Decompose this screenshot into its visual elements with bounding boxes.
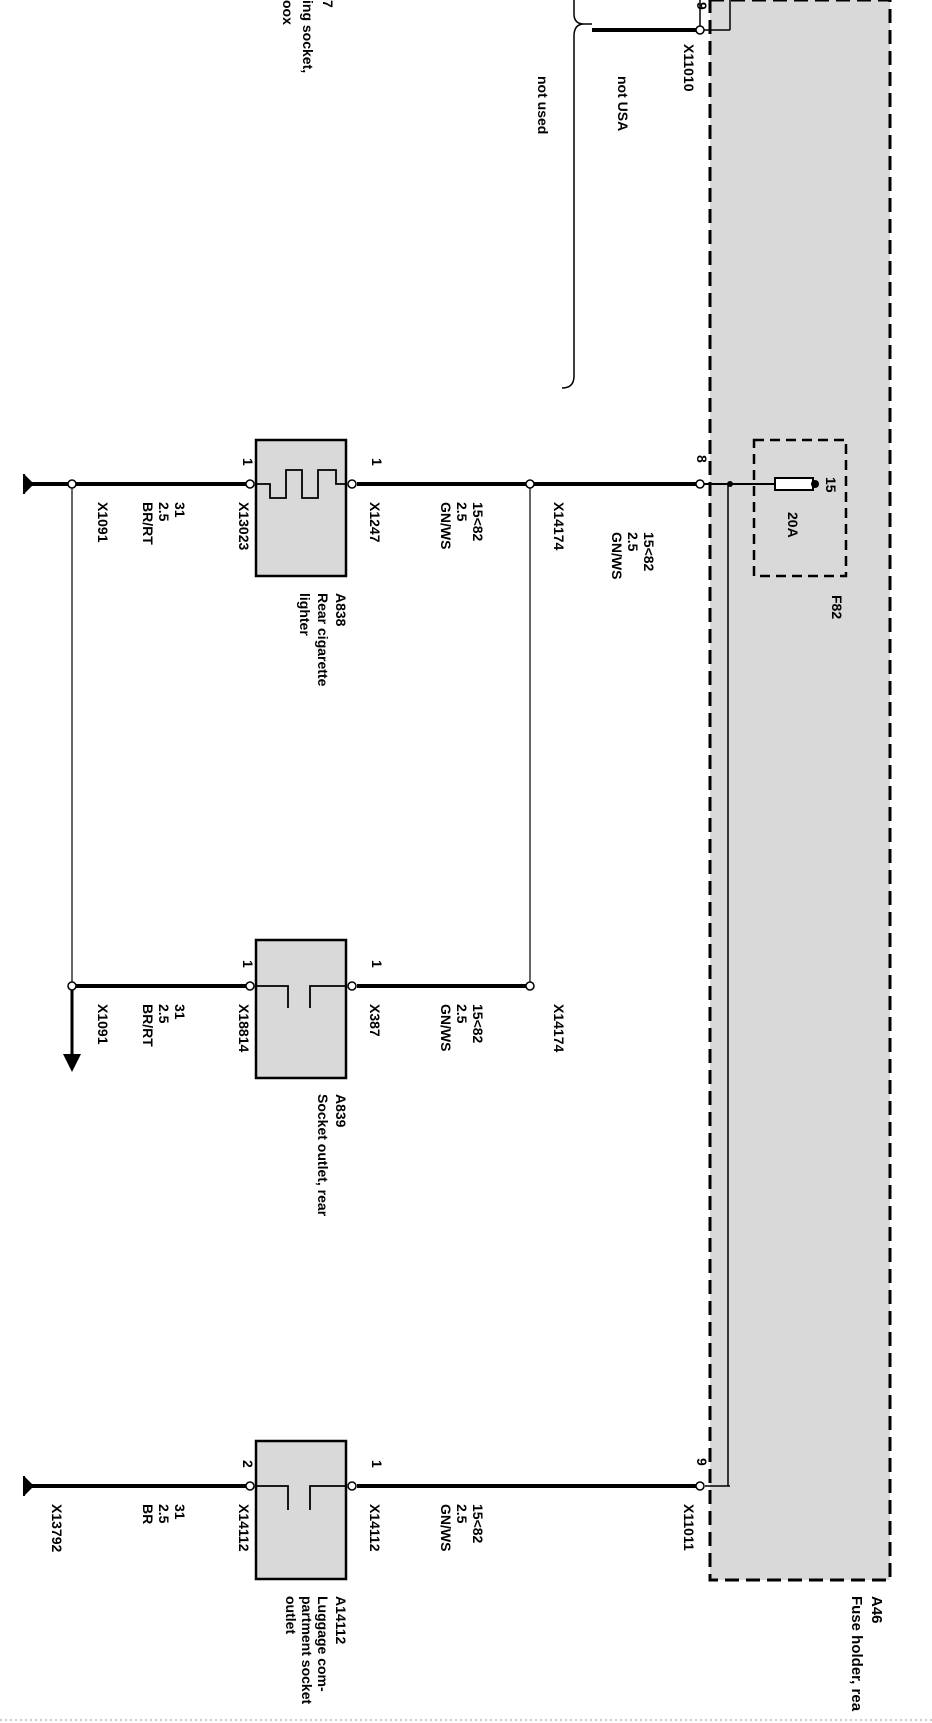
lighter-conn-out: X13023: [236, 502, 252, 550]
ground-terminal-ref: X13792: [49, 1504, 65, 1552]
not-used-brace: [561, 0, 592, 389]
lighter-name-1: Rear cigarette: [315, 593, 331, 687]
top-partial-2: ing socket,: [300, 0, 316, 73]
note-not-usa: not USA: [615, 76, 631, 131]
fuse-junction: [727, 481, 733, 487]
ground-arrow-icon: [63, 1054, 81, 1072]
supply-gauge: 2.5: [625, 532, 641, 552]
luggage-pin-in: 1: [369, 1460, 385, 1468]
socket-rear-wire-in-gauge: 2.5: [454, 1004, 470, 1024]
lighter-name-2: lighter: [297, 593, 313, 636]
socket-rear-box: [254, 938, 348, 1080]
pin8-dot: [695, 479, 705, 489]
fuse-f82-box: [752, 438, 848, 578]
luggage-wire-out-signal: 31: [172, 1504, 188, 1520]
luggage-wire-in-signal: 15<82: [470, 1504, 486, 1544]
top-pin-dot: [695, 25, 705, 35]
ground-terminal-icon-2: [24, 1476, 34, 1496]
lighter-wire-out-gauge: 2.5: [156, 502, 172, 522]
ground-splice-dot-2: [67, 981, 77, 991]
supply-color: GN/WS: [609, 532, 625, 579]
splice-dot-1: [525, 479, 535, 489]
socket-rear-wire-in-signal: 15<82: [470, 1004, 486, 1044]
luggage-wire-in-gauge: 2.5: [454, 1504, 470, 1524]
top-pin: 9: [694, 2, 710, 10]
socket-rear-wire-out-color: BR/RT: [140, 1004, 156, 1047]
socket-rear-name: Socket outlet, rear: [315, 1094, 331, 1217]
top-connector-ref: X11010: [681, 44, 697, 92]
luggage-pin-out: 2: [240, 1460, 256, 1468]
socket-rear-pin-out-dot: [245, 981, 255, 991]
socket-rear-conn-in: X387: [367, 1004, 383, 1037]
ground-splice-ref-2: X1091: [95, 1004, 111, 1045]
luggage-pin-out-dot: [245, 1481, 255, 1491]
heating-coil-icon: [256, 469, 346, 499]
socket-rear-conn-out: X18814: [236, 1004, 252, 1052]
fuse-terminal-label: 15: [823, 477, 839, 493]
fuse-ref: F82: [829, 595, 845, 619]
fuse-holder-panel: [708, 0, 892, 1582]
fuse-rating: 20A: [785, 512, 801, 538]
luggage-ref: A14112: [333, 1596, 349, 1644]
socket-rear-ref: A839: [333, 1094, 349, 1128]
lighter-pin-out: 1: [240, 458, 256, 466]
luggage-socket-contact-icon: [256, 1485, 346, 1510]
splice-dot-2: [525, 981, 535, 991]
lighter-wire-out-signal: 31: [172, 502, 188, 518]
splice-ref-1: X14174: [551, 502, 567, 550]
lighter-wire-in-gauge: 2.5: [454, 502, 470, 522]
socket-rear-pin-out: 1: [240, 960, 256, 968]
lighter-pin-in: 1: [369, 458, 385, 466]
luggage-wire-in-color: GN/WS: [438, 1504, 454, 1551]
lighter-pin-in-dot: [347, 479, 357, 489]
pin9-bottom-dot: [695, 1481, 705, 1491]
top-partial-3: oox: [280, 0, 296, 25]
lighter-box: [254, 438, 348, 578]
lighter-pin-out-dot: [245, 479, 255, 489]
socket-rear-contact-icon: [256, 985, 346, 1008]
socket-rear-wire-out-signal: 31: [172, 1004, 188, 1020]
fuse-element: [774, 477, 814, 491]
fuse-holder-name: Fuse holder, rea: [848, 1596, 865, 1712]
bottom-connector-ref: X11011: [681, 1504, 697, 1551]
lighter-wire-in-signal: 15<82: [470, 502, 486, 542]
splice-ref-2: X14174: [551, 1004, 567, 1052]
ground-terminal-icon-1: [24, 474, 34, 494]
socket-rear-wire-out-gauge: 2.5: [156, 1004, 172, 1024]
luggage-socket-box: [254, 1439, 348, 1581]
luggage-pin-in-dot: [347, 1481, 357, 1491]
lighter-wire-out-color: BR/RT: [140, 502, 156, 545]
note-not-used: not used: [535, 76, 551, 134]
main-connector-pin: 8: [694, 455, 710, 463]
socket-rear-pin-in: 1: [369, 960, 385, 968]
ground-splice-ref-1: X1091: [95, 502, 111, 543]
socket-rear-wire-in-color: GN/WS: [438, 1004, 454, 1051]
bottom-connector-pin: 9: [694, 1458, 710, 1466]
supply-signal: 15<82: [641, 532, 657, 572]
luggage-name-1: Luggage com-: [315, 1596, 331, 1692]
luggage-conn-out: X14112: [236, 1504, 252, 1552]
fuse-terminal: [811, 480, 819, 488]
luggage-wire-out-color: BR: [140, 1504, 156, 1524]
socket-rear-pin-in-dot: [347, 981, 357, 991]
lighter-conn-in: X1247: [367, 502, 383, 543]
luggage-wire-out-gauge: 2.5: [156, 1504, 172, 1524]
luggage-name-2: partment socket: [299, 1596, 315, 1704]
ground-splice-dot-1: [67, 479, 77, 489]
lighter-wire-in-color: GN/WS: [438, 502, 454, 549]
luggage-name-3: outlet: [283, 1596, 299, 1634]
fuse-holder-ref: A46: [868, 1596, 885, 1624]
top-partial-1: 7: [320, 0, 336, 8]
lighter-ref: A838: [333, 593, 349, 627]
luggage-conn-in: X14112: [367, 1504, 383, 1552]
